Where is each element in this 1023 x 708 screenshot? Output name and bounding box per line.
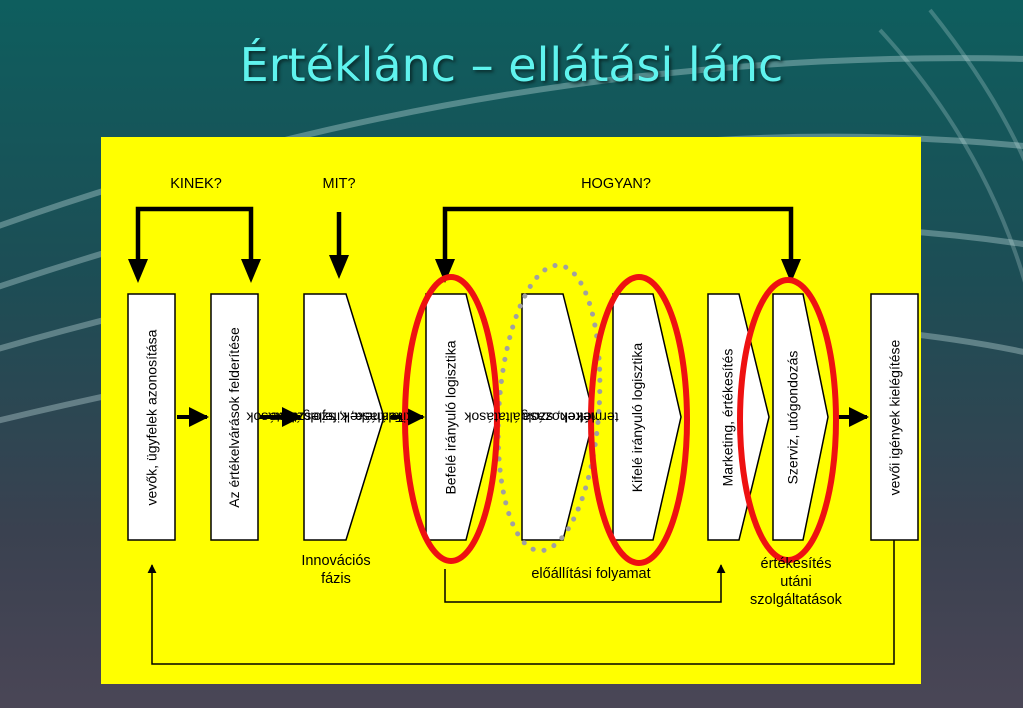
header-hogyan: HOGYAN? bbox=[581, 176, 651, 192]
box-elvarasok bbox=[210, 293, 259, 541]
label-marketing: Marketing, értékesítés bbox=[719, 348, 736, 486]
header-kinek: KINEK? bbox=[170, 176, 222, 192]
red-ring-kifele bbox=[588, 274, 690, 566]
value-chain-panel: KINEK? MIT? HOGYAN? vevők, ügyfelek azon… bbox=[101, 137, 921, 684]
hogyan-arrowhead-right bbox=[781, 259, 801, 283]
production-loop-line bbox=[444, 564, 726, 603]
chevron-kifele bbox=[612, 293, 682, 541]
kinek-arrowhead-left bbox=[128, 259, 148, 283]
box-kielegites bbox=[870, 293, 919, 541]
red-ring-befele bbox=[402, 274, 500, 564]
red-ring-szerviz bbox=[737, 277, 839, 563]
hogyan-arrowhead-left bbox=[435, 259, 455, 283]
label-kielegites: vevői igények kielégítése bbox=[886, 339, 902, 495]
box-vevok bbox=[127, 293, 176, 541]
outer-feedback-line bbox=[147, 540, 895, 665]
label-vevok: vevők, ügyfelek azonosítása bbox=[143, 329, 160, 505]
value-chain-diagram bbox=[127, 206, 919, 665]
mit-arrowhead bbox=[329, 255, 349, 279]
kinek-bracket bbox=[135, 206, 254, 263]
caption-ertekesites: értékesítés utáni szolgáltatások bbox=[750, 556, 842, 608]
label-szerviz: Szerviz, utógondozás bbox=[784, 350, 801, 484]
kinek-arrowhead-right bbox=[241, 259, 261, 283]
caption-innovacios: Innovációs fázis bbox=[301, 553, 371, 587]
chevron-befele bbox=[425, 293, 498, 541]
caption-eloallitasi: előállítási folyamat bbox=[531, 566, 651, 582]
chevron-letrehozas bbox=[521, 293, 595, 541]
label-kifele: Kifelé irányuló logisztika bbox=[629, 342, 646, 492]
chevron-termekek bbox=[303, 293, 385, 541]
chevron-szerviz bbox=[772, 293, 829, 541]
hogyan-bracket bbox=[442, 206, 794, 263]
page-title: Értéklánc – ellátási lánc bbox=[239, 38, 784, 92]
header-mit: MIT? bbox=[322, 176, 356, 192]
